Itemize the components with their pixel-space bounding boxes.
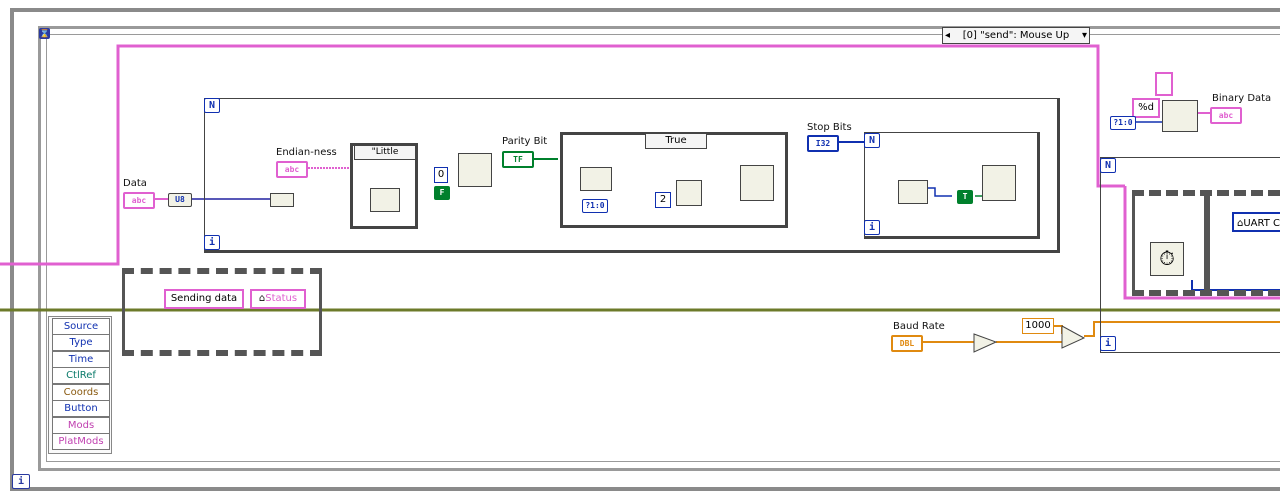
binary-input-node[interactable] bbox=[1155, 72, 1173, 96]
binary-data-label: Binary Data bbox=[1212, 93, 1272, 104]
uart-frame-divider bbox=[1204, 196, 1210, 290]
stopbits-for-loop[interactable] bbox=[864, 132, 1040, 239]
baud-rate-label: Baud Rate bbox=[893, 321, 945, 332]
endianness-control[interactable]: abc bbox=[276, 161, 308, 178]
endianness-label: Endian-ness bbox=[276, 147, 337, 158]
event-data-mods[interactable]: Mods bbox=[52, 417, 110, 434]
binary-format-node[interactable] bbox=[1162, 100, 1198, 132]
uart-for-loop[interactable] bbox=[1100, 157, 1280, 353]
data-control[interactable]: abc bbox=[123, 192, 155, 209]
for-loop-main-i[interactable]: i bbox=[204, 235, 220, 250]
parity-case-text: True bbox=[665, 135, 687, 146]
baud-rate-control[interactable]: DBL bbox=[891, 335, 923, 352]
zero-const[interactable]: 0 bbox=[434, 167, 448, 183]
parity-bit-label: Parity Bit bbox=[502, 136, 548, 147]
event-selector[interactable]: ◂ [0] "send": Mouse Up ▾ bbox=[942, 27, 1090, 44]
status-property-node[interactable]: ⌂Status bbox=[250, 289, 306, 309]
uart-loop-i[interactable]: i bbox=[1100, 336, 1116, 351]
stopbits-loop-n[interactable]: N bbox=[864, 133, 880, 148]
event-next-icon[interactable]: ▾ bbox=[1081, 30, 1087, 41]
stopbits-inner-wire bbox=[925, 187, 952, 197]
parity-case-selector[interactable]: True bbox=[645, 133, 707, 149]
string-wire-uart-box bbox=[1123, 186, 1280, 300]
quotient-remainder-node[interactable] bbox=[676, 180, 702, 206]
event-data-source[interactable]: Source bbox=[52, 318, 110, 335]
array-subset-node[interactable] bbox=[898, 180, 928, 204]
build-array-node-3[interactable] bbox=[740, 165, 774, 201]
data-label: Data bbox=[123, 178, 147, 189]
u8-conversion-node[interactable]: U8 bbox=[168, 193, 192, 207]
reciprocal-node bbox=[973, 333, 998, 353]
sending-data-const[interactable]: Sending data bbox=[164, 289, 244, 309]
array-to-string-node[interactable] bbox=[270, 193, 294, 207]
outer-loop-iteration-terminal[interactable]: i bbox=[12, 474, 30, 489]
event-structure[interactable] bbox=[38, 26, 1280, 471]
event-prev-icon[interactable]: ◂ bbox=[945, 30, 951, 41]
uart-flat-sequence[interactable] bbox=[1132, 190, 1280, 296]
event-data-platmods[interactable]: PlatMods bbox=[52, 433, 110, 450]
baud-out-wire bbox=[1084, 321, 1280, 337]
array-tag-1[interactable]: ?1:0 bbox=[582, 199, 608, 213]
event-data-ctlref[interactable]: CtlRef bbox=[52, 367, 110, 384]
stop-bits-label: Stop Bits bbox=[807, 122, 852, 133]
event-data-button[interactable]: Button bbox=[52, 400, 110, 417]
event-data-coords[interactable]: Coords bbox=[52, 384, 110, 401]
home-icon: ⌂ bbox=[1237, 218, 1244, 229]
for-loop-main-n[interactable]: N bbox=[204, 98, 220, 113]
endianness-case-text: "Little bbox=[371, 147, 399, 157]
status-flat-sequence[interactable] bbox=[122, 268, 322, 356]
outer-while-loop[interactable] bbox=[10, 8, 1280, 491]
endianness-case-selector[interactable]: "Little bbox=[354, 145, 416, 160]
event-timeout-terminal[interactable]: ⌛ bbox=[39, 28, 50, 39]
false-const[interactable]: F bbox=[434, 186, 450, 200]
for-loop-main[interactable] bbox=[204, 98, 1060, 253]
event-structure-inner bbox=[46, 34, 1280, 462]
event-data-time[interactable]: Time bbox=[52, 351, 110, 368]
thousand-const[interactable]: 1000 bbox=[1022, 318, 1054, 334]
event-data-type[interactable]: Type bbox=[52, 334, 110, 351]
true-const[interactable]: T bbox=[957, 190, 973, 204]
multiply-node bbox=[1061, 325, 1086, 349]
build-array-node-2[interactable] bbox=[580, 167, 612, 191]
binary-data-indicator[interactable]: abc bbox=[1210, 107, 1242, 124]
endianness-node[interactable] bbox=[370, 188, 400, 212]
string-wire-main bbox=[0, 44, 1125, 266]
uart-ref-text: UART C bbox=[1243, 218, 1280, 229]
build-array-node-1[interactable] bbox=[458, 153, 492, 187]
stop-bits-control[interactable]: I32 bbox=[807, 135, 839, 152]
home-icon-status: ⌂ bbox=[258, 293, 266, 304]
array-tag-2[interactable]: ?1:0 bbox=[1110, 116, 1136, 130]
stopbits-loop-i[interactable]: i bbox=[864, 220, 880, 235]
format-string-const[interactable]: %d bbox=[1132, 98, 1160, 118]
two-const[interactable]: 2 bbox=[655, 192, 671, 208]
parity-bit-control[interactable]: TF bbox=[502, 151, 534, 168]
uart-property-node[interactable]: ⌂UART C bbox=[1232, 212, 1280, 232]
status-ref-text: Status bbox=[265, 293, 298, 304]
timer-icon[interactable]: ⏱ bbox=[1150, 242, 1184, 276]
uart-loop-n[interactable]: N bbox=[1100, 158, 1116, 173]
build-array-node-4[interactable] bbox=[982, 165, 1016, 201]
event-selector-text: [0] "send": Mouse Up bbox=[962, 30, 1070, 41]
